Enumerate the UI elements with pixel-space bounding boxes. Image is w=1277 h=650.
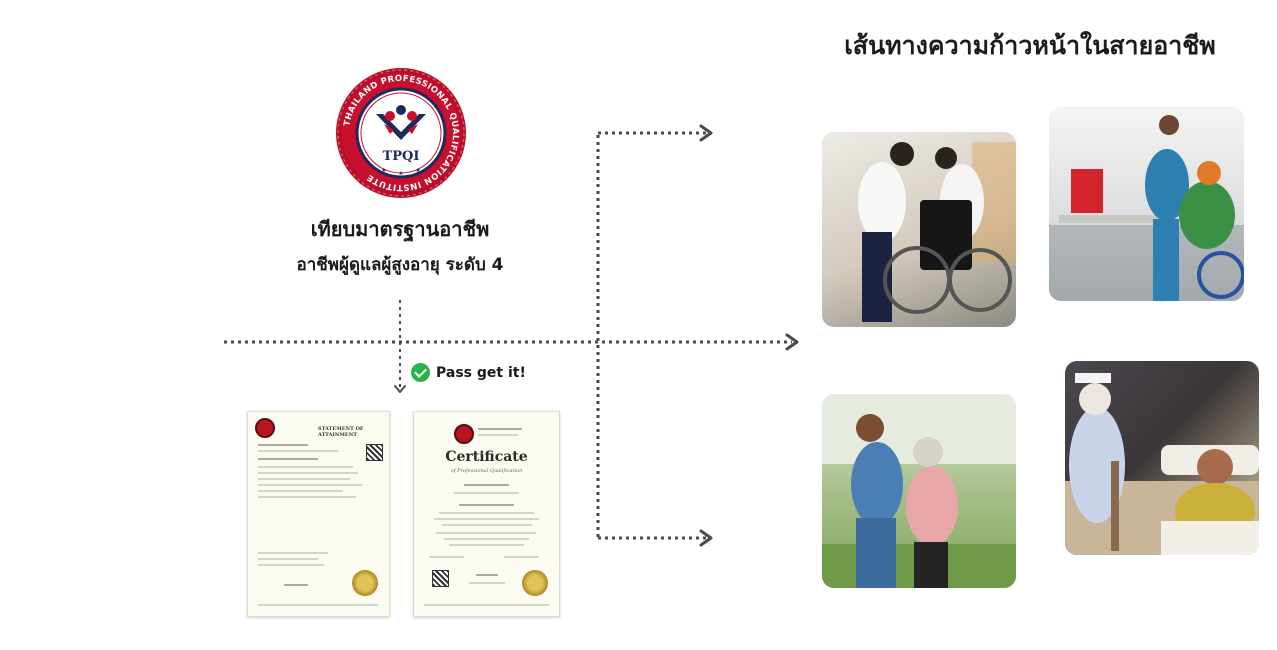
document-title: STATEMENT OF ATTAINMENT: [318, 426, 364, 438]
career-photo-hospital-bed: [1065, 361, 1259, 555]
career-photo-wheelchair-care: [822, 132, 1016, 327]
lower-arrowhead-icon: [699, 529, 713, 547]
gold-seal-icon: [352, 570, 378, 596]
qr-code-icon: [432, 570, 449, 587]
career-path-heading: เส้นทางความก้าวหน้าในสายอาชีพ: [844, 31, 1216, 60]
logo-emblem-text: TPQI: [383, 149, 420, 164]
check-circle-icon: [411, 363, 430, 382]
star-icon: ★: [398, 170, 403, 177]
doc-emblem-icon: [255, 418, 275, 438]
pass-label: Pass get it!: [436, 364, 526, 381]
certificate-title: Certificate: [445, 449, 528, 465]
standard-subtitle: อาชีพผู้ดูแลผู้สูงอายุ ระดับ 4: [296, 255, 504, 275]
career-photo-kitchen-assist: [1049, 107, 1244, 301]
doc-emblem-icon: [454, 424, 474, 444]
down-arrowhead-icon: [394, 385, 406, 393]
main-arrowhead-icon: [785, 333, 799, 351]
certificate-subtitle: of Professional Qualification: [450, 468, 523, 474]
standard-title: เทียบมาตรฐานอาชีพ: [310, 217, 490, 241]
tpqi-logo: THAILAND PROFESSIONAL QUALIFICATION INST…: [334, 66, 468, 200]
star-icon: ★: [415, 167, 420, 174]
statement-of-attainment-document: STATEMENT OF ATTAINMENT: [247, 411, 390, 617]
qr-code-icon: [366, 444, 383, 461]
certificate-document: Certificate of Professional Qualificatio…: [413, 411, 560, 617]
upper-arrowhead-icon: [699, 124, 713, 142]
star-icon: ★: [381, 167, 386, 174]
pass-badge: Pass get it!: [411, 363, 526, 382]
gold-seal-icon: [522, 570, 548, 596]
career-photo-outdoor-walk: [822, 394, 1016, 588]
